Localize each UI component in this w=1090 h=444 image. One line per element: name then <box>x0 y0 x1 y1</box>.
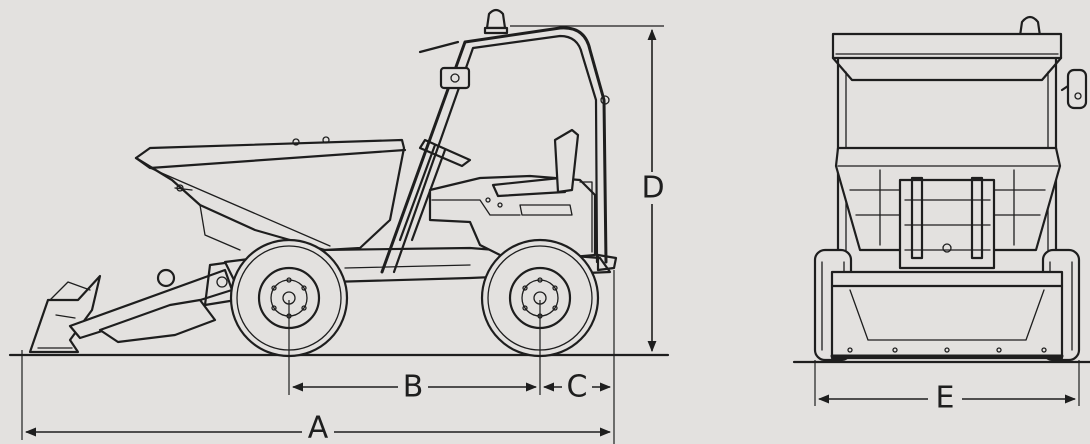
dimension-label-e: E <box>936 381 955 416</box>
dimension-e: E <box>814 360 1080 416</box>
front-bucket <box>28 274 102 354</box>
skip-body <box>134 136 407 252</box>
engine-cover <box>428 174 597 260</box>
front-lift-frame <box>898 176 996 270</box>
dimension-a: A <box>21 350 612 444</box>
dimension-label-c: C <box>567 370 588 405</box>
dimension-c: C <box>542 270 615 444</box>
front-view-bucket <box>830 270 1064 360</box>
dimension-b: B <box>288 300 541 405</box>
front-view: E <box>792 15 1090 416</box>
dimension-label-a: A <box>308 411 329 444</box>
steering <box>398 138 472 242</box>
mirror <box>1060 68 1088 110</box>
dimension-d: D <box>510 25 665 356</box>
dimension-label-b: B <box>403 370 424 405</box>
rops-frame <box>380 26 618 274</box>
operator-seat <box>491 128 580 216</box>
side-view: D B C A <box>8 8 670 444</box>
dimension-label-d: D <box>641 171 664 206</box>
beacon-light <box>483 8 509 35</box>
